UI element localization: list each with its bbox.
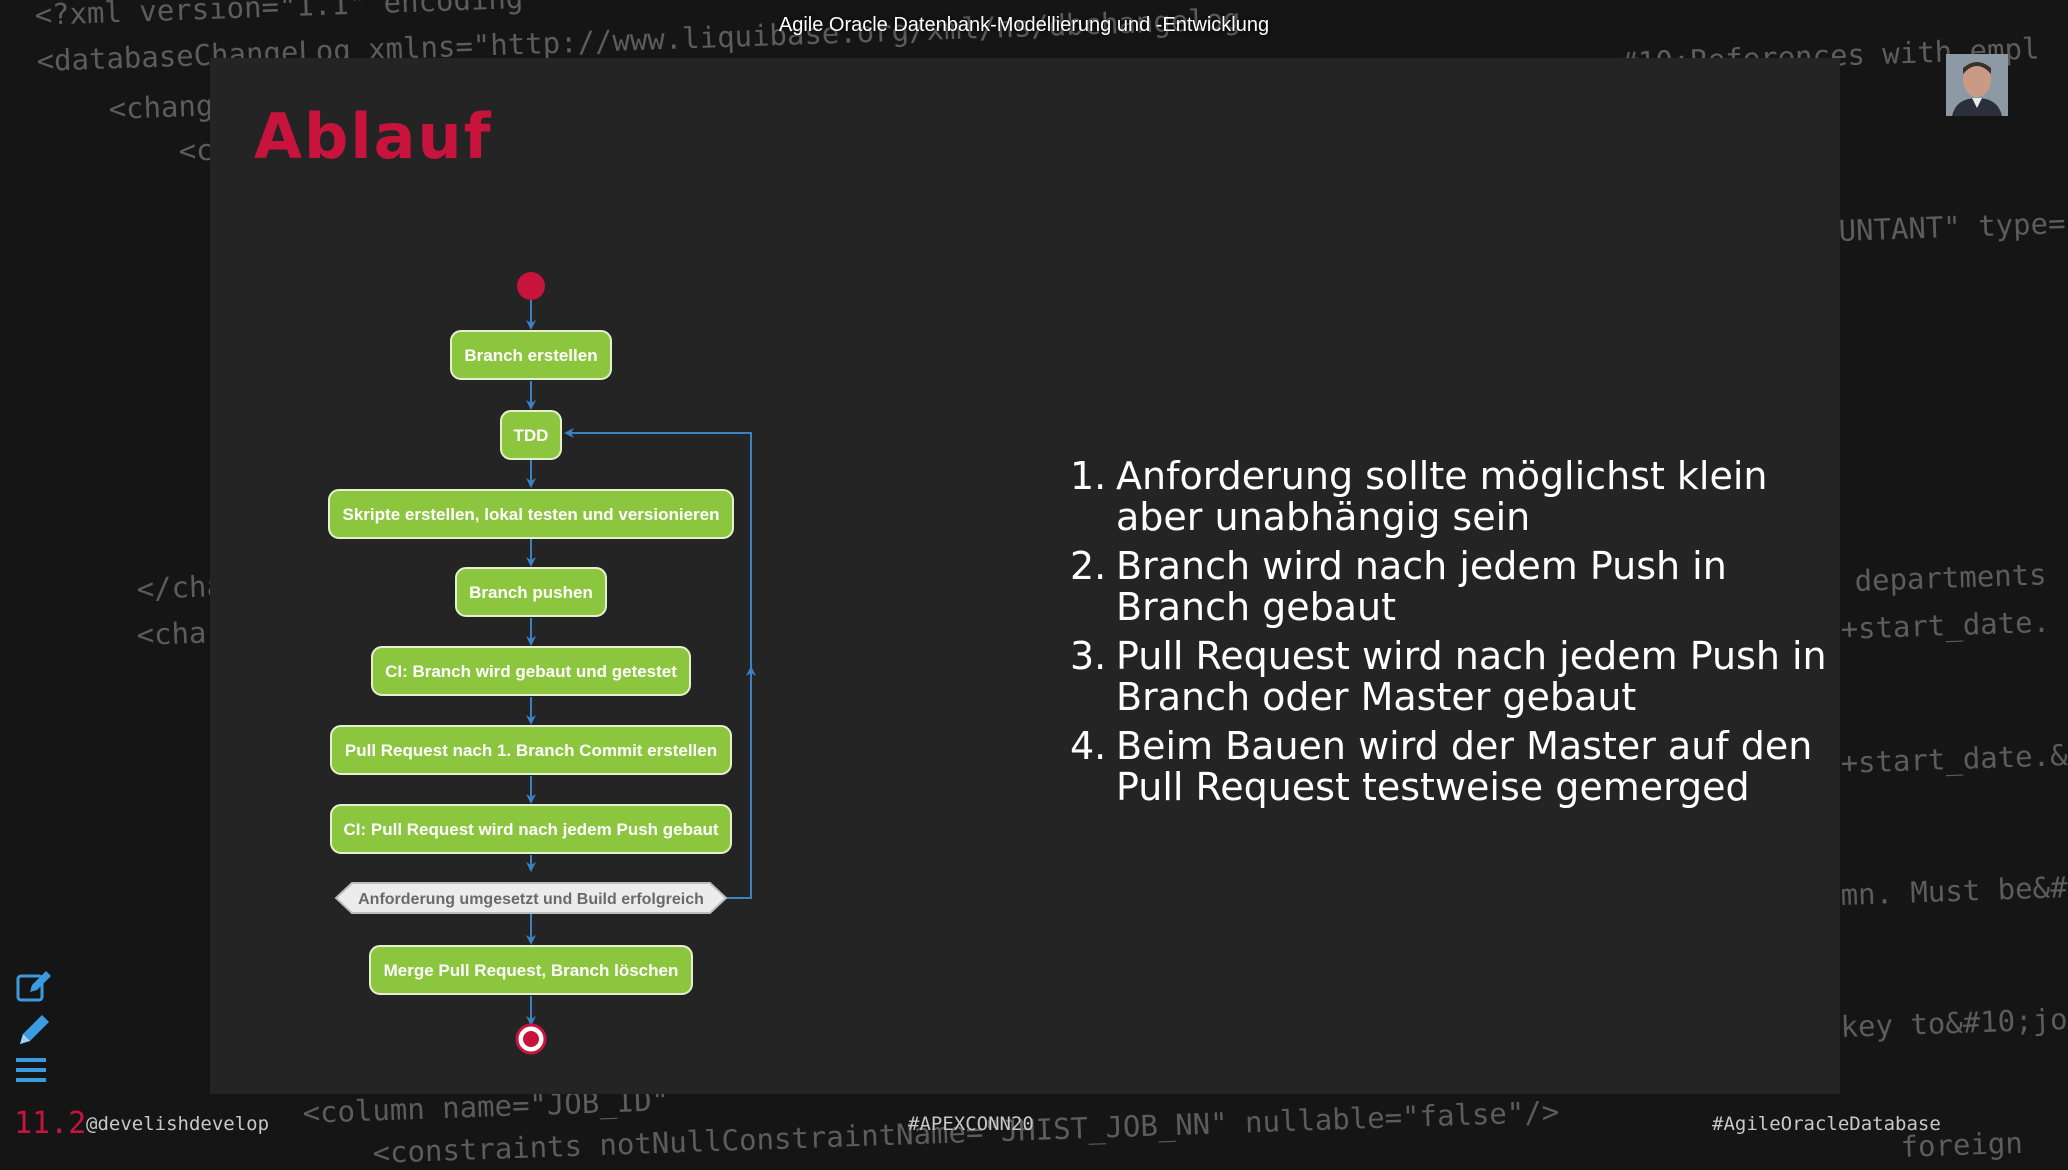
bg-code-line: key to&#10;jo — [1840, 1002, 2068, 1044]
bg-code-line: <c — [178, 132, 215, 168]
list-item: 3. Pull Request wird nach jedem Push in … — [1070, 636, 1830, 718]
node-tdd: TDD — [500, 410, 562, 460]
node-label: Merge Pull Request, Branch löschen — [384, 961, 679, 980]
list-text: Beim Bauen wird der Master auf den Pull … — [1116, 724, 1813, 809]
list-item: 4. Beim Bauen wird der Master auf den Pu… — [1070, 726, 1830, 808]
slide-title: Ablauf — [254, 100, 493, 173]
footer-hashtag-right: #AgileOracleDatabase — [1712, 1113, 1941, 1135]
end-node — [515, 1023, 547, 1055]
bg-code-line: <cha — [136, 615, 207, 652]
footer-handle: @develishdevelop — [86, 1113, 270, 1135]
bg-code-line: departments — [1854, 557, 2048, 598]
list-item: 2. Branch wird nach jedem Push in Branch… — [1070, 546, 1830, 628]
node-branch-erstellen: Branch erstellen — [450, 330, 612, 380]
edit-icon[interactable] — [14, 966, 54, 1006]
start-node — [517, 272, 545, 300]
node-ci-branch: CI: Branch wird gebaut und getestet — [371, 646, 691, 696]
list-text: Anforderung sollte möglichst klein aber … — [1116, 454, 1768, 539]
presentation-slide: Ablauf — [210, 58, 1840, 1094]
activity-diagram: Branch erstellen TDD Skripte erstellen, … — [328, 272, 756, 1055]
node-label: Skripte erstellen, lokal testen und vers… — [343, 505, 720, 524]
node-label: Pull Request nach 1. Branch Commit erste… — [345, 741, 717, 760]
bg-code-line: UNTANT" type= — [1838, 206, 2067, 248]
node-ci-pull-request: CI: Pull Request wird nach jedem Push ge… — [330, 804, 732, 854]
node-label: CI: Pull Request wird nach jedem Push ge… — [343, 820, 718, 839]
node-label: Branch pushen — [469, 583, 593, 602]
pencil-icon[interactable] — [14, 1010, 54, 1050]
list-item: 1. Anforderung sollte möglichst klein ab… — [1070, 456, 1830, 538]
list-number: 1. — [1070, 454, 1107, 498]
list-number: 3. — [1070, 634, 1107, 678]
node-skripte: Skripte erstellen, lokal testen und vers… — [328, 489, 734, 539]
bg-code-line: +start_date. — [1840, 604, 2051, 646]
user-avatar — [1946, 54, 2008, 116]
list-number: 4. — [1070, 724, 1107, 768]
bg-code-line: +start_date.& — [1840, 738, 2068, 780]
node-merge: Merge Pull Request, Branch löschen — [369, 945, 693, 995]
node-label: Branch erstellen — [464, 346, 597, 365]
node-branch-pushen: Branch pushen — [455, 567, 607, 617]
video-title: Agile Oracle Datenbank-Modellierung und … — [778, 14, 1270, 36]
node-pull-request: Pull Request nach 1. Branch Commit erste… — [330, 725, 732, 775]
bg-code-line: mn. Must be&# — [1840, 870, 2068, 912]
list-text: Pull Request wird nach jedem Push in Bra… — [1116, 634, 1827, 719]
steps-list: 1. Anforderung sollte möglichst klein ab… — [1070, 456, 1830, 816]
list-text: Branch wird nach jedem Push in Branch ge… — [1116, 544, 1727, 629]
decision-node: Anforderung umgesetzt und Build erfolgre… — [334, 882, 728, 914]
page-number: 11.2 — [14, 1106, 87, 1141]
menu-icon[interactable] — [14, 1052, 54, 1092]
node-label: CI: Branch wird gebaut und getestet — [385, 662, 677, 681]
list-number: 2. — [1070, 544, 1107, 588]
decision-label: Anforderung umgesetzt und Build erfolgre… — [358, 891, 704, 908]
footer-hashtag-center: #APEXCONN20 — [908, 1113, 1034, 1135]
node-label: TDD — [514, 426, 549, 445]
bg-code-line: <chang — [108, 88, 214, 126]
screen: <?xml version="1.1" encoding <databaseCh… — [14, 0, 2068, 1170]
